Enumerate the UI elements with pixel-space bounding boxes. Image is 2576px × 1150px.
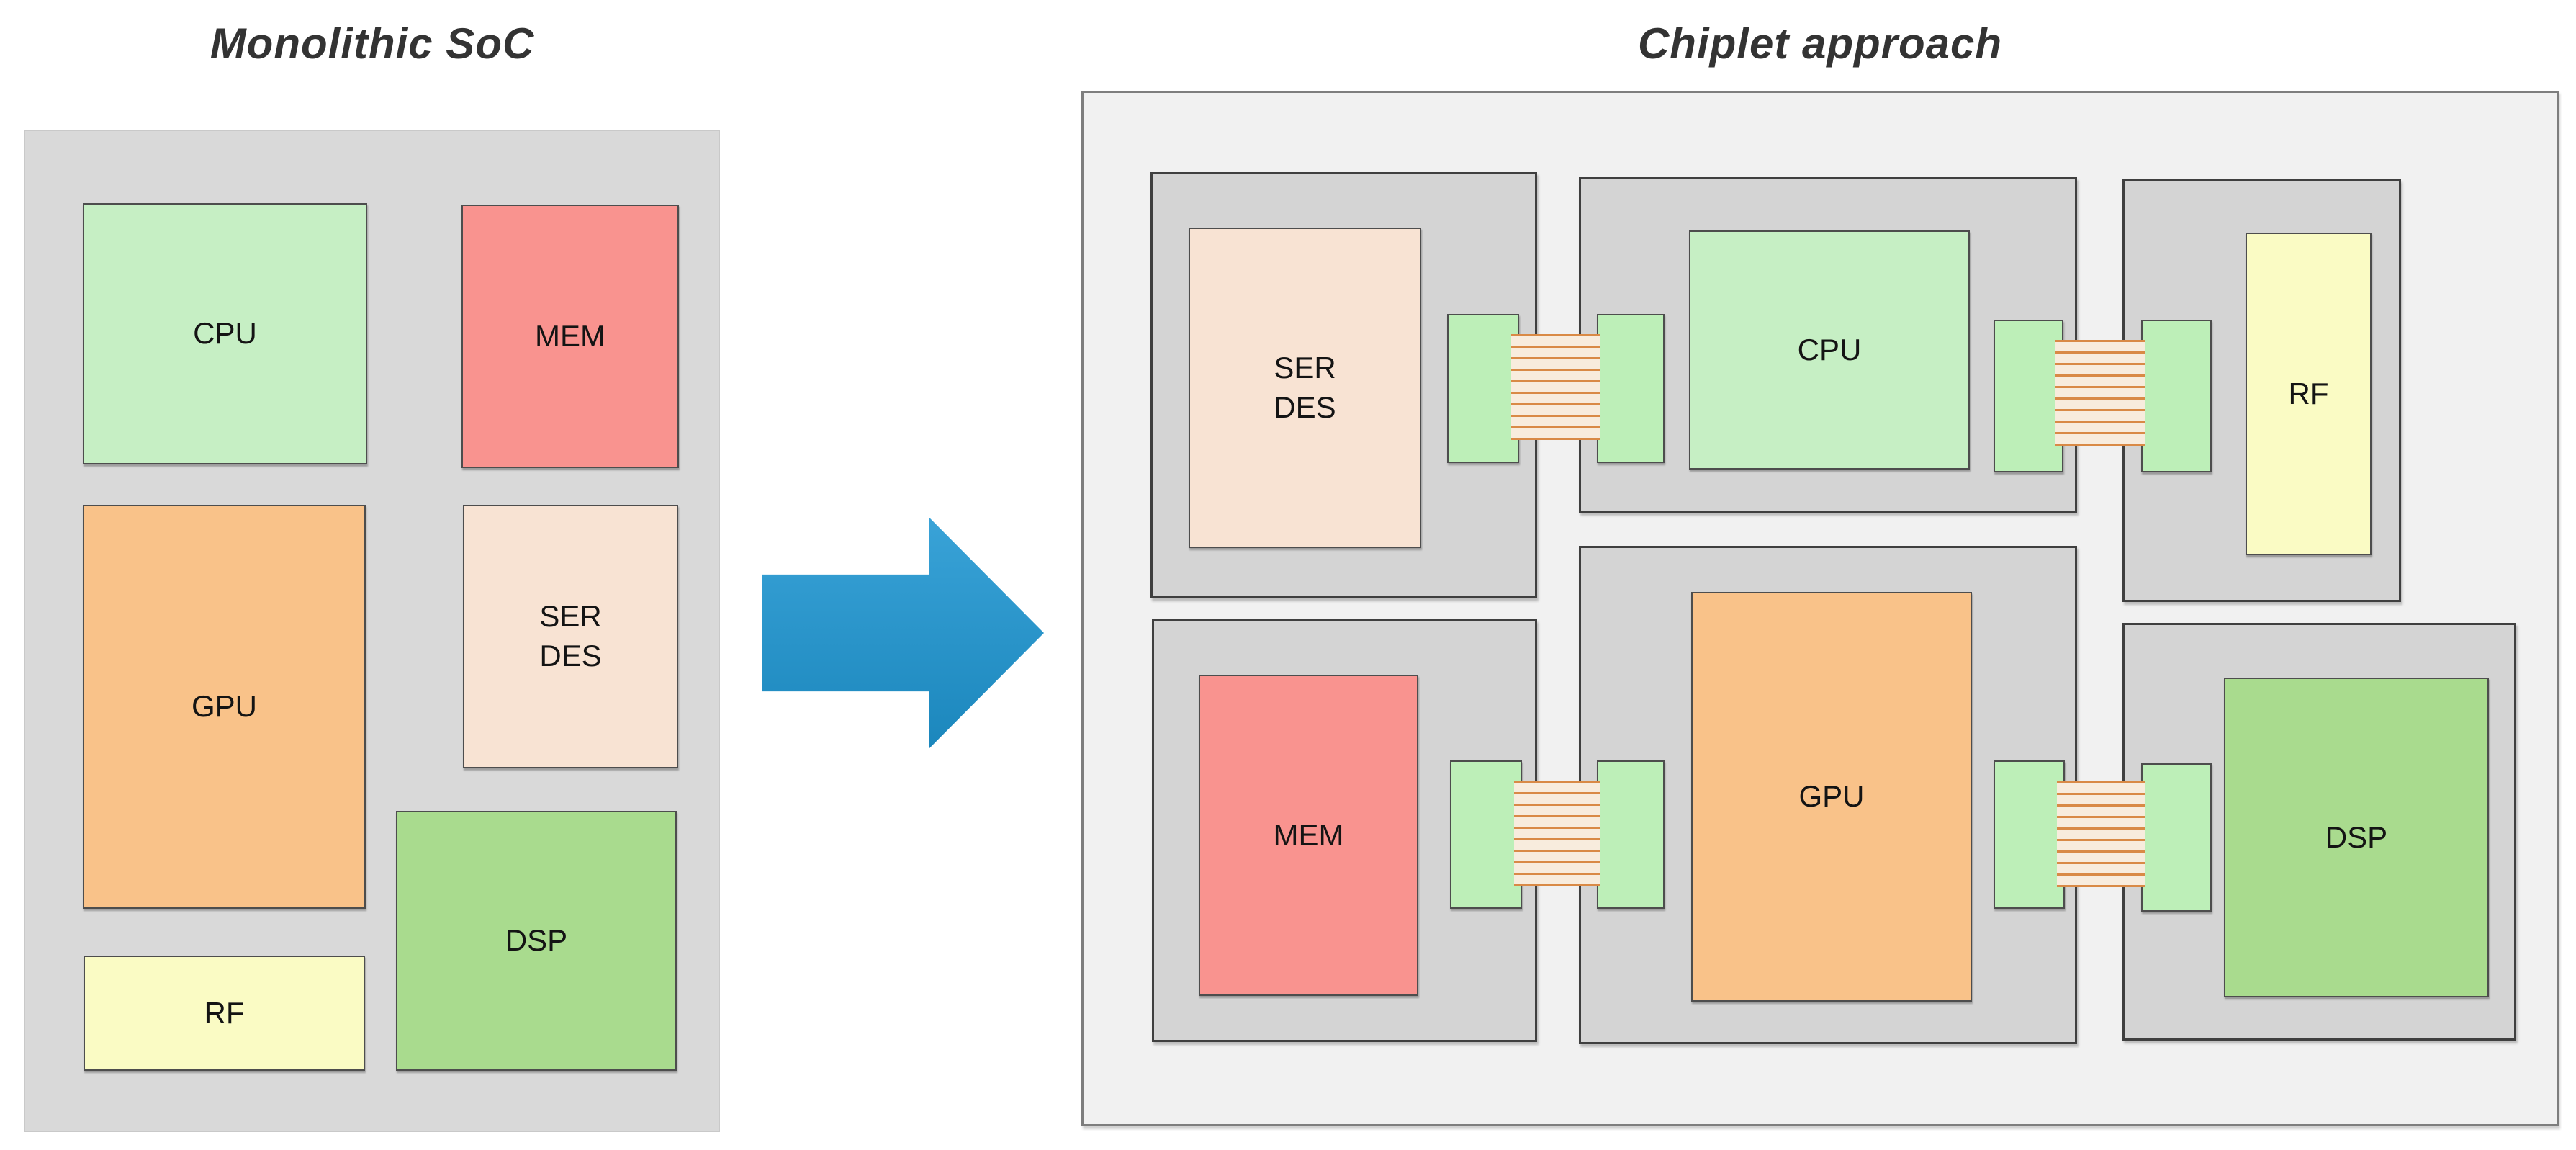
wire-bundle-serdes-cpu <box>1511 334 1600 440</box>
chiplet-die-gpu: GPU <box>1691 592 1972 1002</box>
mono-die-gpu: GPU <box>83 505 366 909</box>
chiplet-die-dsp-label: DSP <box>2325 819 2388 854</box>
chiplet-die-dsp: DSP <box>2224 678 2489 997</box>
mono-die-cpu: CPU <box>83 203 367 464</box>
chiplet-die-gpu-label: GPU <box>1798 779 1865 814</box>
mem-phy-right <box>1450 760 1522 909</box>
chiplet-rf: RF <box>2122 179 2401 602</box>
mono-die-dsp: DSP <box>396 811 677 1071</box>
wire-bundle-mem-gpu <box>1514 781 1600 886</box>
chiplet-dsp: DSP <box>2122 623 2516 1041</box>
mono-die-serdes: SER DES <box>463 505 678 768</box>
wire-bundle-cpu-rf <box>2055 340 2145 446</box>
transition-arrow-icon <box>762 517 1044 749</box>
mono-die-rf: RF <box>84 956 365 1071</box>
chiplet-cpu: CPU <box>1579 177 2077 513</box>
cpu-phy-left <box>1597 314 1665 463</box>
cpu-phy-right <box>1994 320 2063 472</box>
mono-die-rf-label: RF <box>204 995 245 1030</box>
mono-die-dsp-label: DSP <box>505 923 568 958</box>
chiplet-die-mem-label: MEM <box>1273 817 1344 852</box>
chiplet-title: Chiplet approach <box>1637 19 2003 68</box>
serdes-phy-right <box>1447 314 1519 463</box>
monolithic-title: Monolithic SoC <box>210 19 535 68</box>
chiplet-die-serdes-label: SER DES <box>1274 350 1336 424</box>
wire-bundle-gpu-dsp <box>2057 781 2145 887</box>
chiplet-mem: MEM <box>1152 619 1537 1042</box>
chiplet-die-rf: RF <box>2246 233 2372 555</box>
gpu-phy-right <box>1994 760 2065 909</box>
mono-die-mem: MEM <box>461 205 679 468</box>
gpu-phy-left <box>1597 760 1665 909</box>
mono-die-gpu-label: GPU <box>191 689 257 724</box>
dsp-phy-left <box>2141 763 2212 912</box>
arrow-shading <box>762 517 1044 749</box>
chiplet-die-mem: MEM <box>1199 675 1418 996</box>
chiplet-interposer: SER DES CPU RF MEM <box>1081 91 2559 1126</box>
mono-die-serdes-label: SER DES <box>539 599 602 673</box>
chiplet-die-cpu-label: CPU <box>1797 332 1862 367</box>
chiplet-die-serdes: SER DES <box>1189 228 1421 548</box>
chiplet-die-cpu: CPU <box>1689 230 1970 470</box>
mono-die-mem-label: MEM <box>535 318 605 353</box>
chiplet-gpu: GPU <box>1579 546 2077 1044</box>
rf-phy-left <box>2141 320 2212 472</box>
monolithic-soc-panel: CPU MEM GPU SER DES DSP RF <box>24 130 720 1132</box>
chiplet-die-rf-label: RF <box>2288 376 2329 410</box>
mono-die-cpu-label: CPU <box>193 316 257 351</box>
chiplet-serdes: SER DES <box>1150 172 1537 598</box>
